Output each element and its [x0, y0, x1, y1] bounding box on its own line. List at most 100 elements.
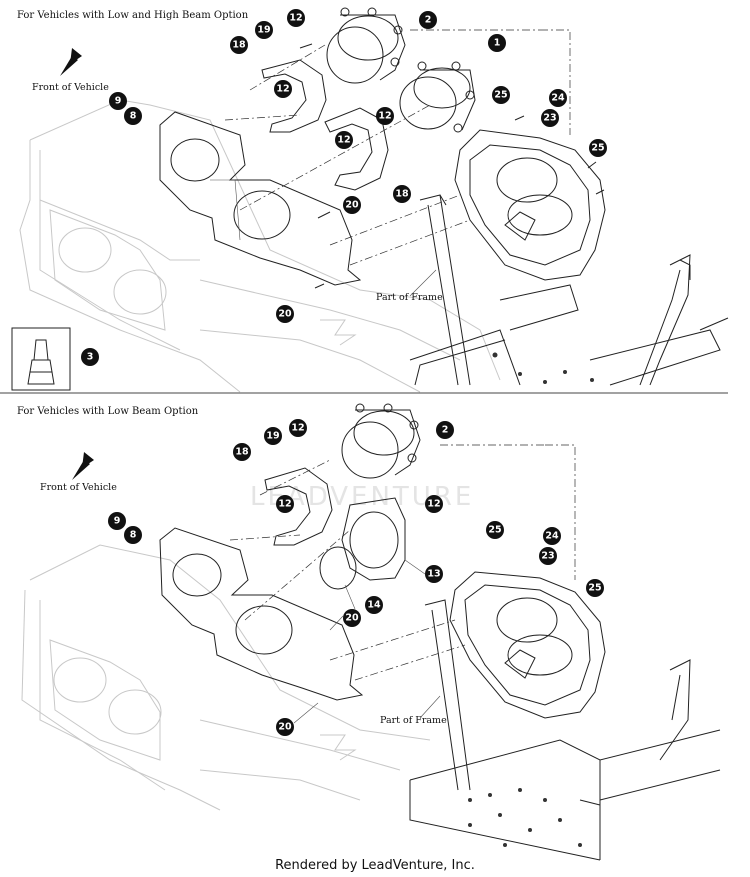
svg-text:12: 12: [278, 499, 291, 510]
callout-20a-s2: 20: [343, 609, 361, 627]
callout-2-s2: 2: [436, 421, 454, 439]
headlight-bezel-23: [454, 129, 606, 281]
callout-12c-s2: 12: [425, 495, 443, 513]
svg-text:18: 18: [235, 447, 249, 458]
callout-9-s2: 9: [108, 512, 126, 530]
callout-19: 19: [255, 21, 273, 39]
svg-text:2: 2: [425, 15, 432, 26]
callout-9: 9: [109, 92, 127, 110]
svg-text:12: 12: [378, 111, 391, 122]
callout-14-s2: 14: [365, 596, 383, 614]
svg-text:13: 13: [427, 569, 440, 580]
svg-text:12: 12: [427, 499, 440, 510]
footer-credit: Rendered by LeadVenture, Inc.: [275, 858, 475, 873]
svg-text:25: 25: [591, 143, 604, 154]
callout-18-s2: 18: [233, 443, 251, 461]
callout-25a-s2: 25: [486, 521, 504, 539]
callout-2: 2: [419, 11, 437, 29]
screws-top: [299, 43, 605, 289]
callout-12a-s2: 12: [289, 419, 307, 437]
callout-24: 24: [549, 89, 567, 107]
part-of-frame-label: Part of Frame: [376, 292, 443, 303]
front-arrow-icon: [72, 452, 94, 480]
callout-20a: 20: [343, 196, 361, 214]
svg-text:14: 14: [367, 600, 381, 611]
svg-text:3: 3: [87, 352, 94, 363]
section-1-caption: For Vehicles with Low and High Beam Opti…: [17, 10, 249, 21]
bulb-inset-box: [11, 327, 71, 391]
svg-text:8: 8: [130, 111, 137, 122]
callout-25b-s2: 25: [586, 579, 604, 597]
callout-20b-s2: 20: [276, 718, 294, 736]
frame-part: [409, 194, 729, 386]
callout-20b: 20: [276, 305, 294, 323]
svg-text:23: 23: [541, 551, 554, 562]
section-2-diagram: Front of Vehicle: [21, 403, 721, 861]
vehicle-body-outline-2: [21, 544, 431, 811]
svg-text:20: 20: [278, 309, 292, 320]
callout-12a: 12: [287, 9, 305, 27]
svg-text:20: 20: [345, 613, 359, 624]
svg-text:20: 20: [345, 200, 359, 211]
callout-1: 1: [488, 34, 506, 52]
bracket-plate-8-9-2: [159, 527, 364, 701]
adapter-ring-18-upper: [261, 59, 327, 133]
svg-text:12: 12: [291, 423, 304, 434]
svg-text:1: 1: [494, 38, 501, 49]
svg-text:24: 24: [545, 531, 559, 542]
callout-18a: 18: [230, 36, 248, 54]
svg-text:25: 25: [588, 583, 601, 594]
svg-text:19: 19: [266, 431, 279, 442]
svg-text:18: 18: [232, 40, 246, 51]
headlight-2-top: [326, 7, 406, 84]
headlight-1-high-beam: [399, 61, 476, 133]
callout-23: 23: [541, 109, 559, 127]
headlight-2-low-beam: [341, 403, 421, 479]
callout-13-s2: 13: [425, 565, 443, 583]
svg-text:9: 9: [114, 516, 121, 527]
svg-text:2: 2: [442, 425, 449, 436]
frame-part-2: [409, 599, 721, 861]
svg-text:20: 20: [278, 722, 292, 733]
section-1-diagram: Front of Vehicle: [11, 7, 729, 393]
callout-25a: 25: [492, 86, 510, 104]
callout-19-s2: 19: [264, 427, 282, 445]
callout-12b: 12: [274, 80, 292, 98]
callout-18b: 18: [393, 185, 411, 203]
callout-12d: 12: [335, 131, 353, 149]
frame-leader-2: [419, 695, 441, 719]
bracket-plate-8-9: [159, 111, 362, 286]
front-of-vehicle-label-2: Front of Vehicle: [40, 482, 117, 493]
callout-23-s2: 23: [539, 547, 557, 565]
front-arrow-icon: [60, 48, 82, 76]
svg-text:9: 9: [115, 96, 122, 107]
callout-12c: 12: [376, 107, 394, 125]
adapter-ring-18-2: [264, 467, 333, 546]
callout-25b: 25: [589, 139, 607, 157]
callout-24-s2: 24: [543, 527, 561, 545]
section-2-caption: For Vehicles with Low Beam Option: [17, 406, 199, 417]
svg-text:12: 12: [276, 84, 289, 95]
vehicle-body-outline: [19, 99, 501, 393]
svg-text:23: 23: [543, 113, 556, 124]
callout-8: 8: [124, 107, 142, 125]
cover-lens-14: [319, 546, 357, 590]
svg-text:8: 8: [130, 530, 137, 541]
part-of-frame-label-2: Part of Frame: [380, 715, 447, 726]
svg-text:24: 24: [551, 93, 565, 104]
svg-text:19: 19: [257, 25, 270, 36]
cover-plate-13: [341, 497, 406, 581]
svg-text:18: 18: [395, 189, 409, 200]
frame-leader: [409, 269, 437, 297]
svg-text:12: 12: [337, 135, 350, 146]
adapter-ring-18-lower: [324, 107, 389, 191]
callout-8-s2: 8: [124, 526, 142, 544]
callout-3: 3: [81, 348, 99, 366]
svg-text:12: 12: [289, 13, 302, 24]
svg-text:25: 25: [494, 90, 507, 101]
callout-12b-s2: 12: [276, 495, 294, 513]
svg-text:25: 25: [488, 525, 501, 536]
front-of-vehicle-label: Front of Vehicle: [32, 82, 109, 93]
headlight-bezel-23-2: [449, 571, 606, 719]
